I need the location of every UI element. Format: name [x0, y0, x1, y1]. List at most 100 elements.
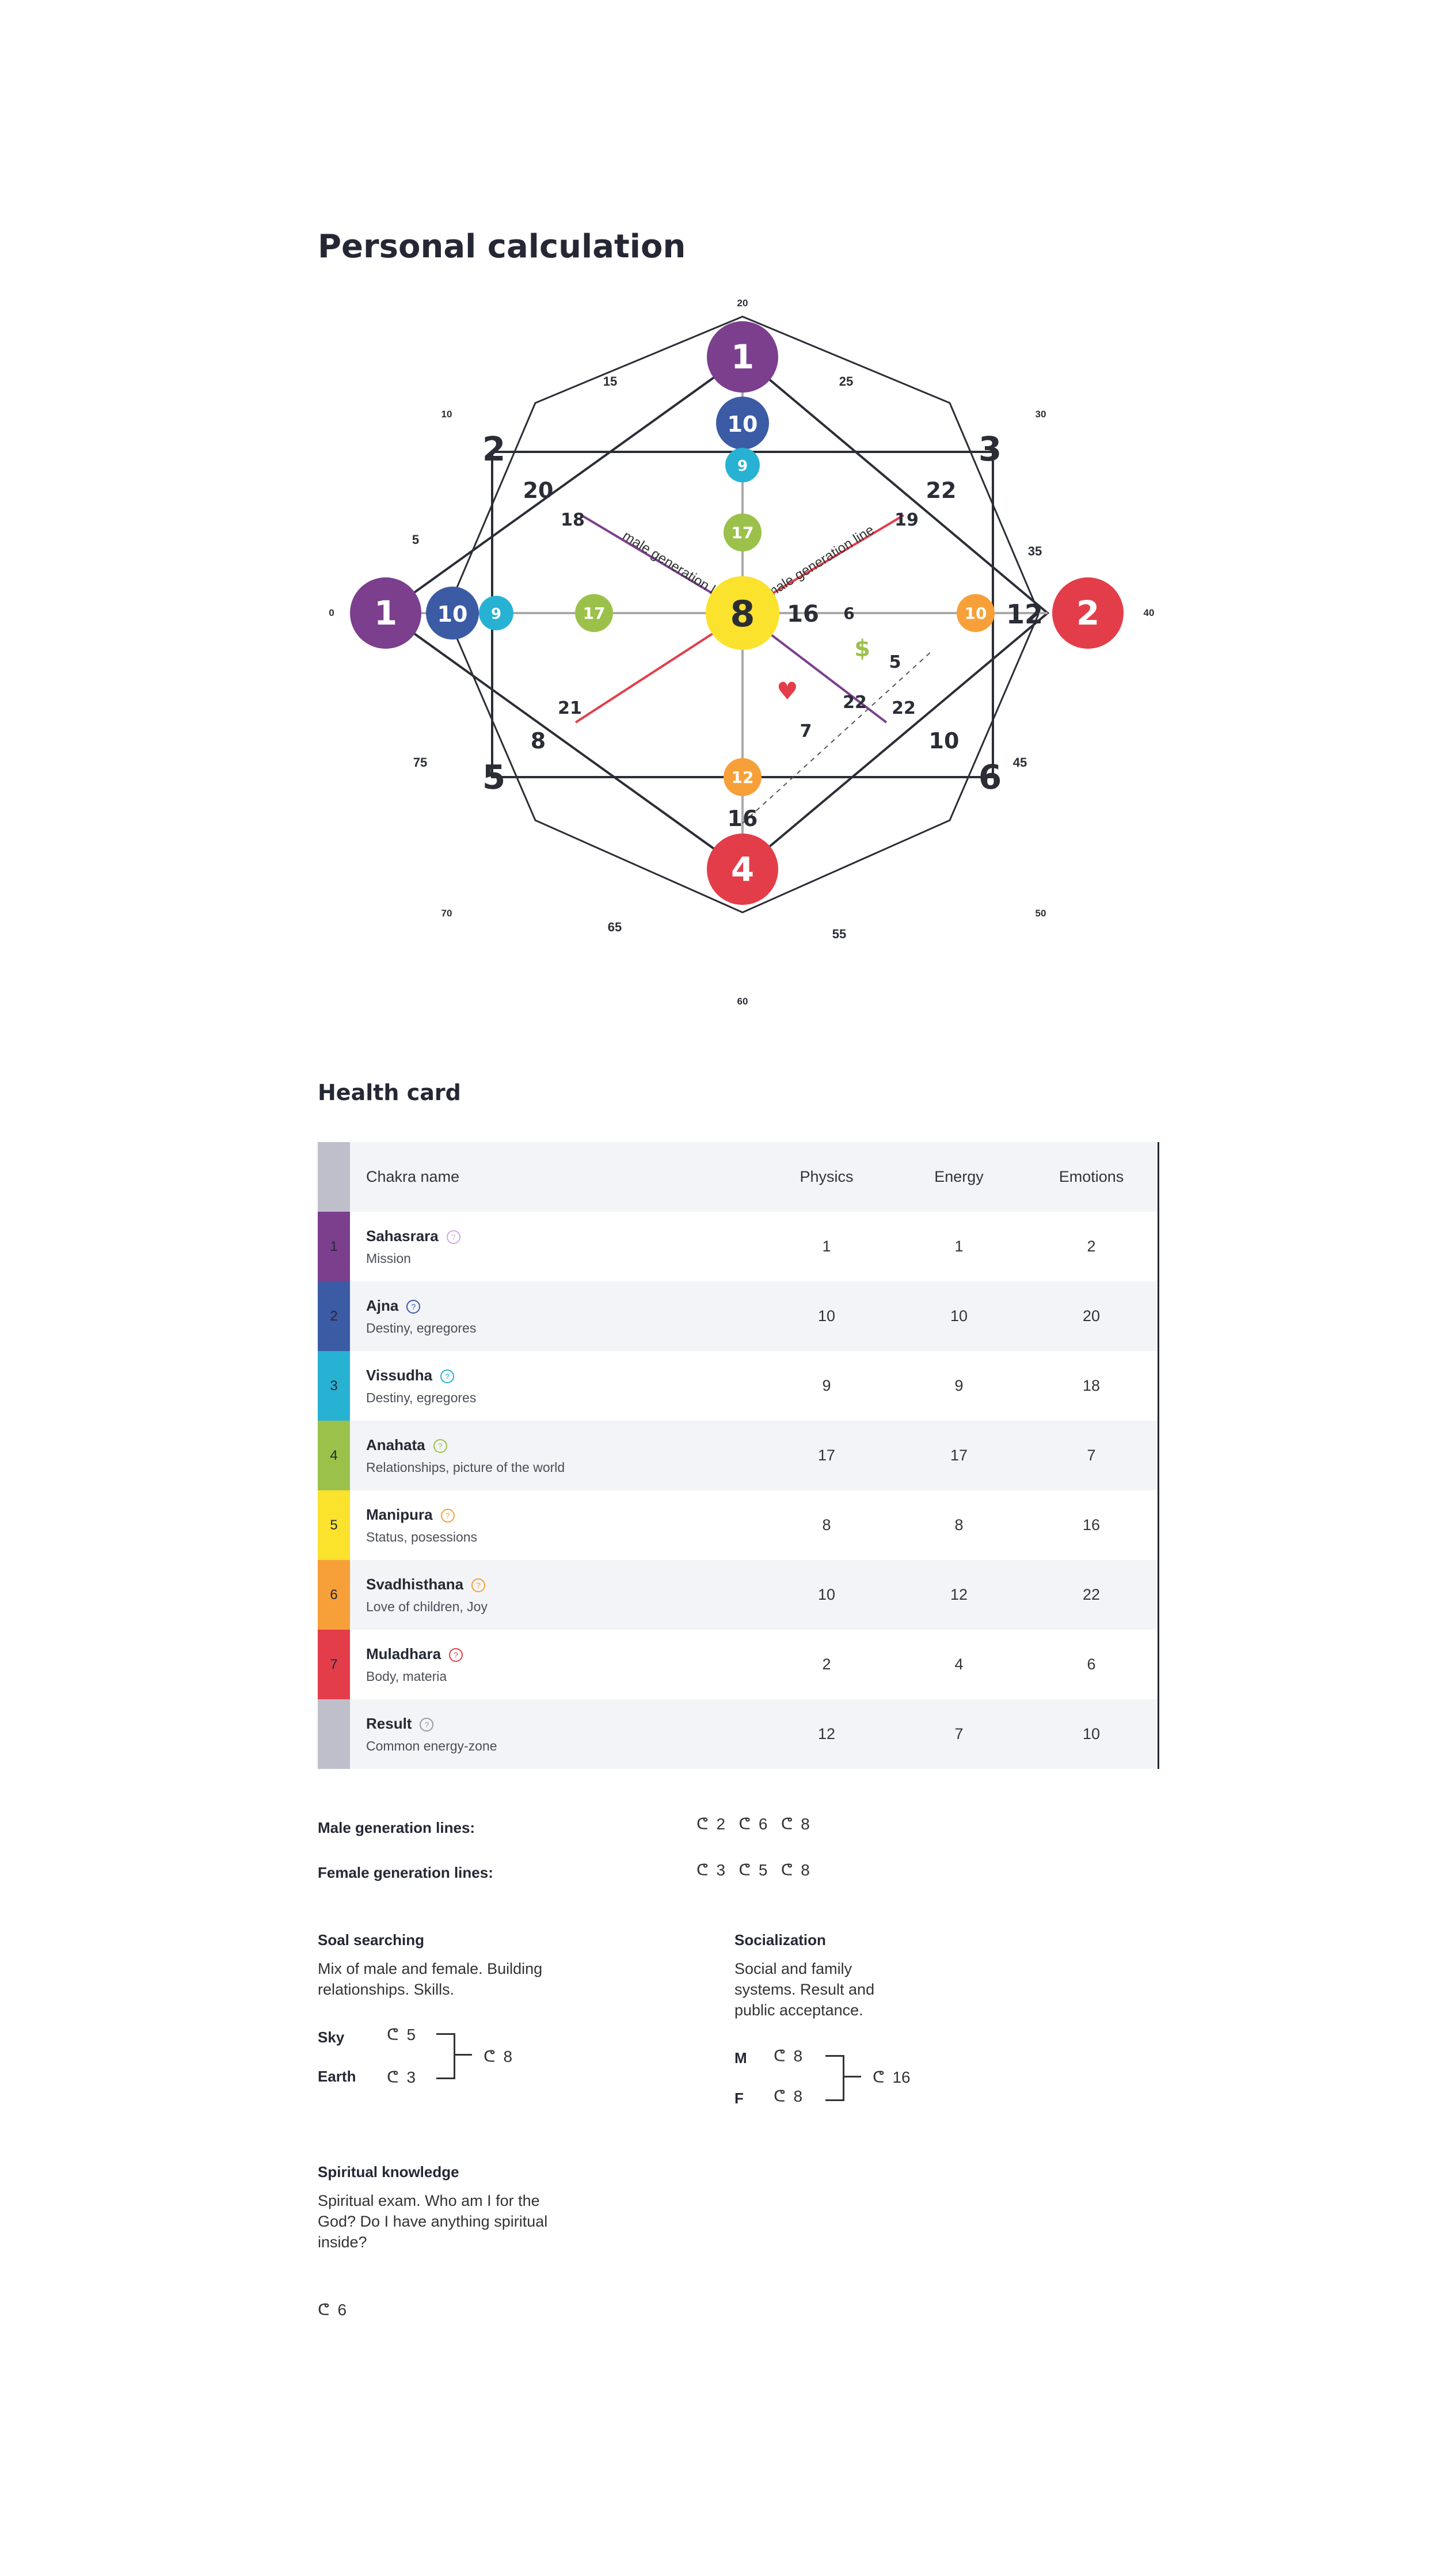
male-value-2: 6	[758, 1815, 768, 1833]
emotions-value: 6	[1087, 1656, 1096, 1673]
header-color-cell	[318, 1142, 350, 1212]
center-value: 8	[730, 593, 755, 635]
card-bl-a: 21	[558, 698, 582, 718]
corner-top-right-value: 3	[979, 429, 1002, 469]
emotions-value: 10	[1082, 1725, 1101, 1742]
help-icon[interactable]: ?	[440, 1369, 455, 1383]
help-icon[interactable]: ?	[406, 1299, 421, 1314]
age-m25: 25	[839, 374, 853, 389]
chakra-name: Manipura	[366, 1505, 433, 1523]
chakra-description: Common energy-zone	[366, 1738, 497, 1753]
physics-value: 10	[817, 1586, 836, 1603]
help-icon[interactable]: ?	[433, 1439, 447, 1453]
outer-bottom-circle	[707, 834, 778, 905]
inner-top-4-circle	[724, 513, 762, 551]
chakra-description: Destiny, egregores	[366, 1390, 477, 1405]
help-icon[interactable]: ?	[449, 1647, 463, 1662]
age-m55: 55	[832, 927, 846, 941]
outer-right-circle	[1052, 577, 1124, 649]
physics-value: 12	[817, 1725, 836, 1742]
heart-icon: ♥	[776, 677, 798, 705]
table-row: 7 Muladhara?Body, materia 2 4 6	[318, 1630, 1159, 1699]
emotions-value: 7	[1087, 1447, 1096, 1464]
age-60: 60	[737, 996, 748, 1007]
chakra-description: Destiny, egregores	[366, 1320, 477, 1335]
card-tr-b: 19	[894, 510, 919, 530]
age-m45: 45	[1013, 755, 1027, 770]
table-row: 5 Manipura?Status, posessions 8 8 16	[318, 1490, 1159, 1560]
socialization-title: Socialization	[734, 1931, 826, 1949]
age-m75: 75	[413, 755, 427, 770]
help-icon[interactable]: ?	[446, 1230, 460, 1244]
inner-bottom-2-value: 12	[732, 768, 754, 787]
help-icon[interactable]: ?	[420, 1717, 434, 1732]
card-icon: ᕦ	[387, 2026, 399, 2044]
inner-left-4-circle	[575, 594, 613, 632]
outer-top-circle	[707, 321, 778, 393]
inner-left-2-circle	[426, 587, 479, 640]
f-label: F	[734, 2090, 744, 2107]
emotions-value: 20	[1082, 1307, 1101, 1325]
chakra-description: Mission	[366, 1250, 411, 1266]
socialization-desc: Social and family systems. Result and pu…	[734, 1960, 875, 2019]
card-tl-b: 18	[561, 510, 585, 530]
spiritual-title: Spiritual knowledge	[318, 2163, 459, 2181]
card-mid-c: 7	[800, 721, 812, 741]
energy-value: 9	[954, 1377, 964, 1394]
energy-value: 12	[950, 1586, 968, 1603]
emotions-value: 16	[1082, 1516, 1101, 1534]
inner-right-3-value: 10	[965, 604, 987, 623]
table-row: 1 Sahasrara?Mission 1 1 2	[318, 1212, 1159, 1281]
chakra-description: Relationships, picture of the world	[366, 1459, 565, 1475]
inner-bottom-3-value: 16	[728, 806, 758, 831]
inner-top-2-value: 10	[728, 412, 758, 437]
male-value-3: 8	[801, 1815, 810, 1833]
help-icon[interactable]: ?	[471, 1578, 486, 1592]
card-icon: ᕦ	[781, 1861, 793, 1879]
inner-left-2-value: 10	[437, 602, 468, 627]
inner-right-2-value: 12	[1006, 599, 1043, 630]
sky-label: Sky	[318, 2029, 345, 2046]
center-right-2-value: 6	[843, 604, 854, 623]
physics-value: 9	[822, 1377, 831, 1394]
help-icon[interactable]: ?	[440, 1508, 455, 1523]
female-generation-label: Female generation lines:	[318, 1864, 493, 1881]
age-30: 30	[1036, 409, 1046, 420]
card-icon: ᕦ	[774, 2047, 786, 2065]
inner-right-3-circle	[957, 594, 995, 632]
row-number: 4	[318, 1421, 350, 1490]
table-row: 2 Ajna?Destiny, egregores 10 10 20	[318, 1281, 1159, 1351]
emotions-value: 22	[1082, 1586, 1101, 1603]
chakra-description: Love of children, Joy	[366, 1599, 488, 1614]
emotions-value: 18	[1082, 1377, 1101, 1394]
chakra-name: Ajna	[366, 1296, 399, 1314]
card-icon: ᕦ	[781, 1815, 793, 1833]
physics-value: 8	[822, 1516, 831, 1534]
age-20: 20	[737, 298, 748, 309]
inner-top-4-value: 17	[732, 523, 754, 542]
card-icon: ᕦ	[387, 2068, 399, 2086]
corner-bottom-left-value: 5	[482, 758, 505, 797]
header-physics: Physics	[800, 1168, 854, 1185]
age-10: 10	[441, 409, 452, 420]
age-m35: 35	[1028, 544, 1042, 558]
age-m15: 15	[603, 374, 617, 389]
outer-left-circle	[350, 577, 421, 649]
table-row: 6 Svadhisthana?Love of children, Joy 10 …	[318, 1560, 1159, 1630]
outer-top-value: 1	[731, 337, 754, 376]
outer-left-value: 1	[374, 593, 397, 633]
female-value-2: 5	[758, 1861, 768, 1879]
inner-bottom-2-circle	[724, 758, 762, 796]
header-emotions: Emotions	[1059, 1168, 1124, 1185]
card-br-a: 22	[892, 698, 916, 718]
health-card-table: Chakra name Physics Energy Emotions 1 Sa…	[318, 1142, 1159, 1769]
row-number: 5	[318, 1490, 350, 1560]
chakra-name: Sahasrara	[366, 1227, 439, 1245]
